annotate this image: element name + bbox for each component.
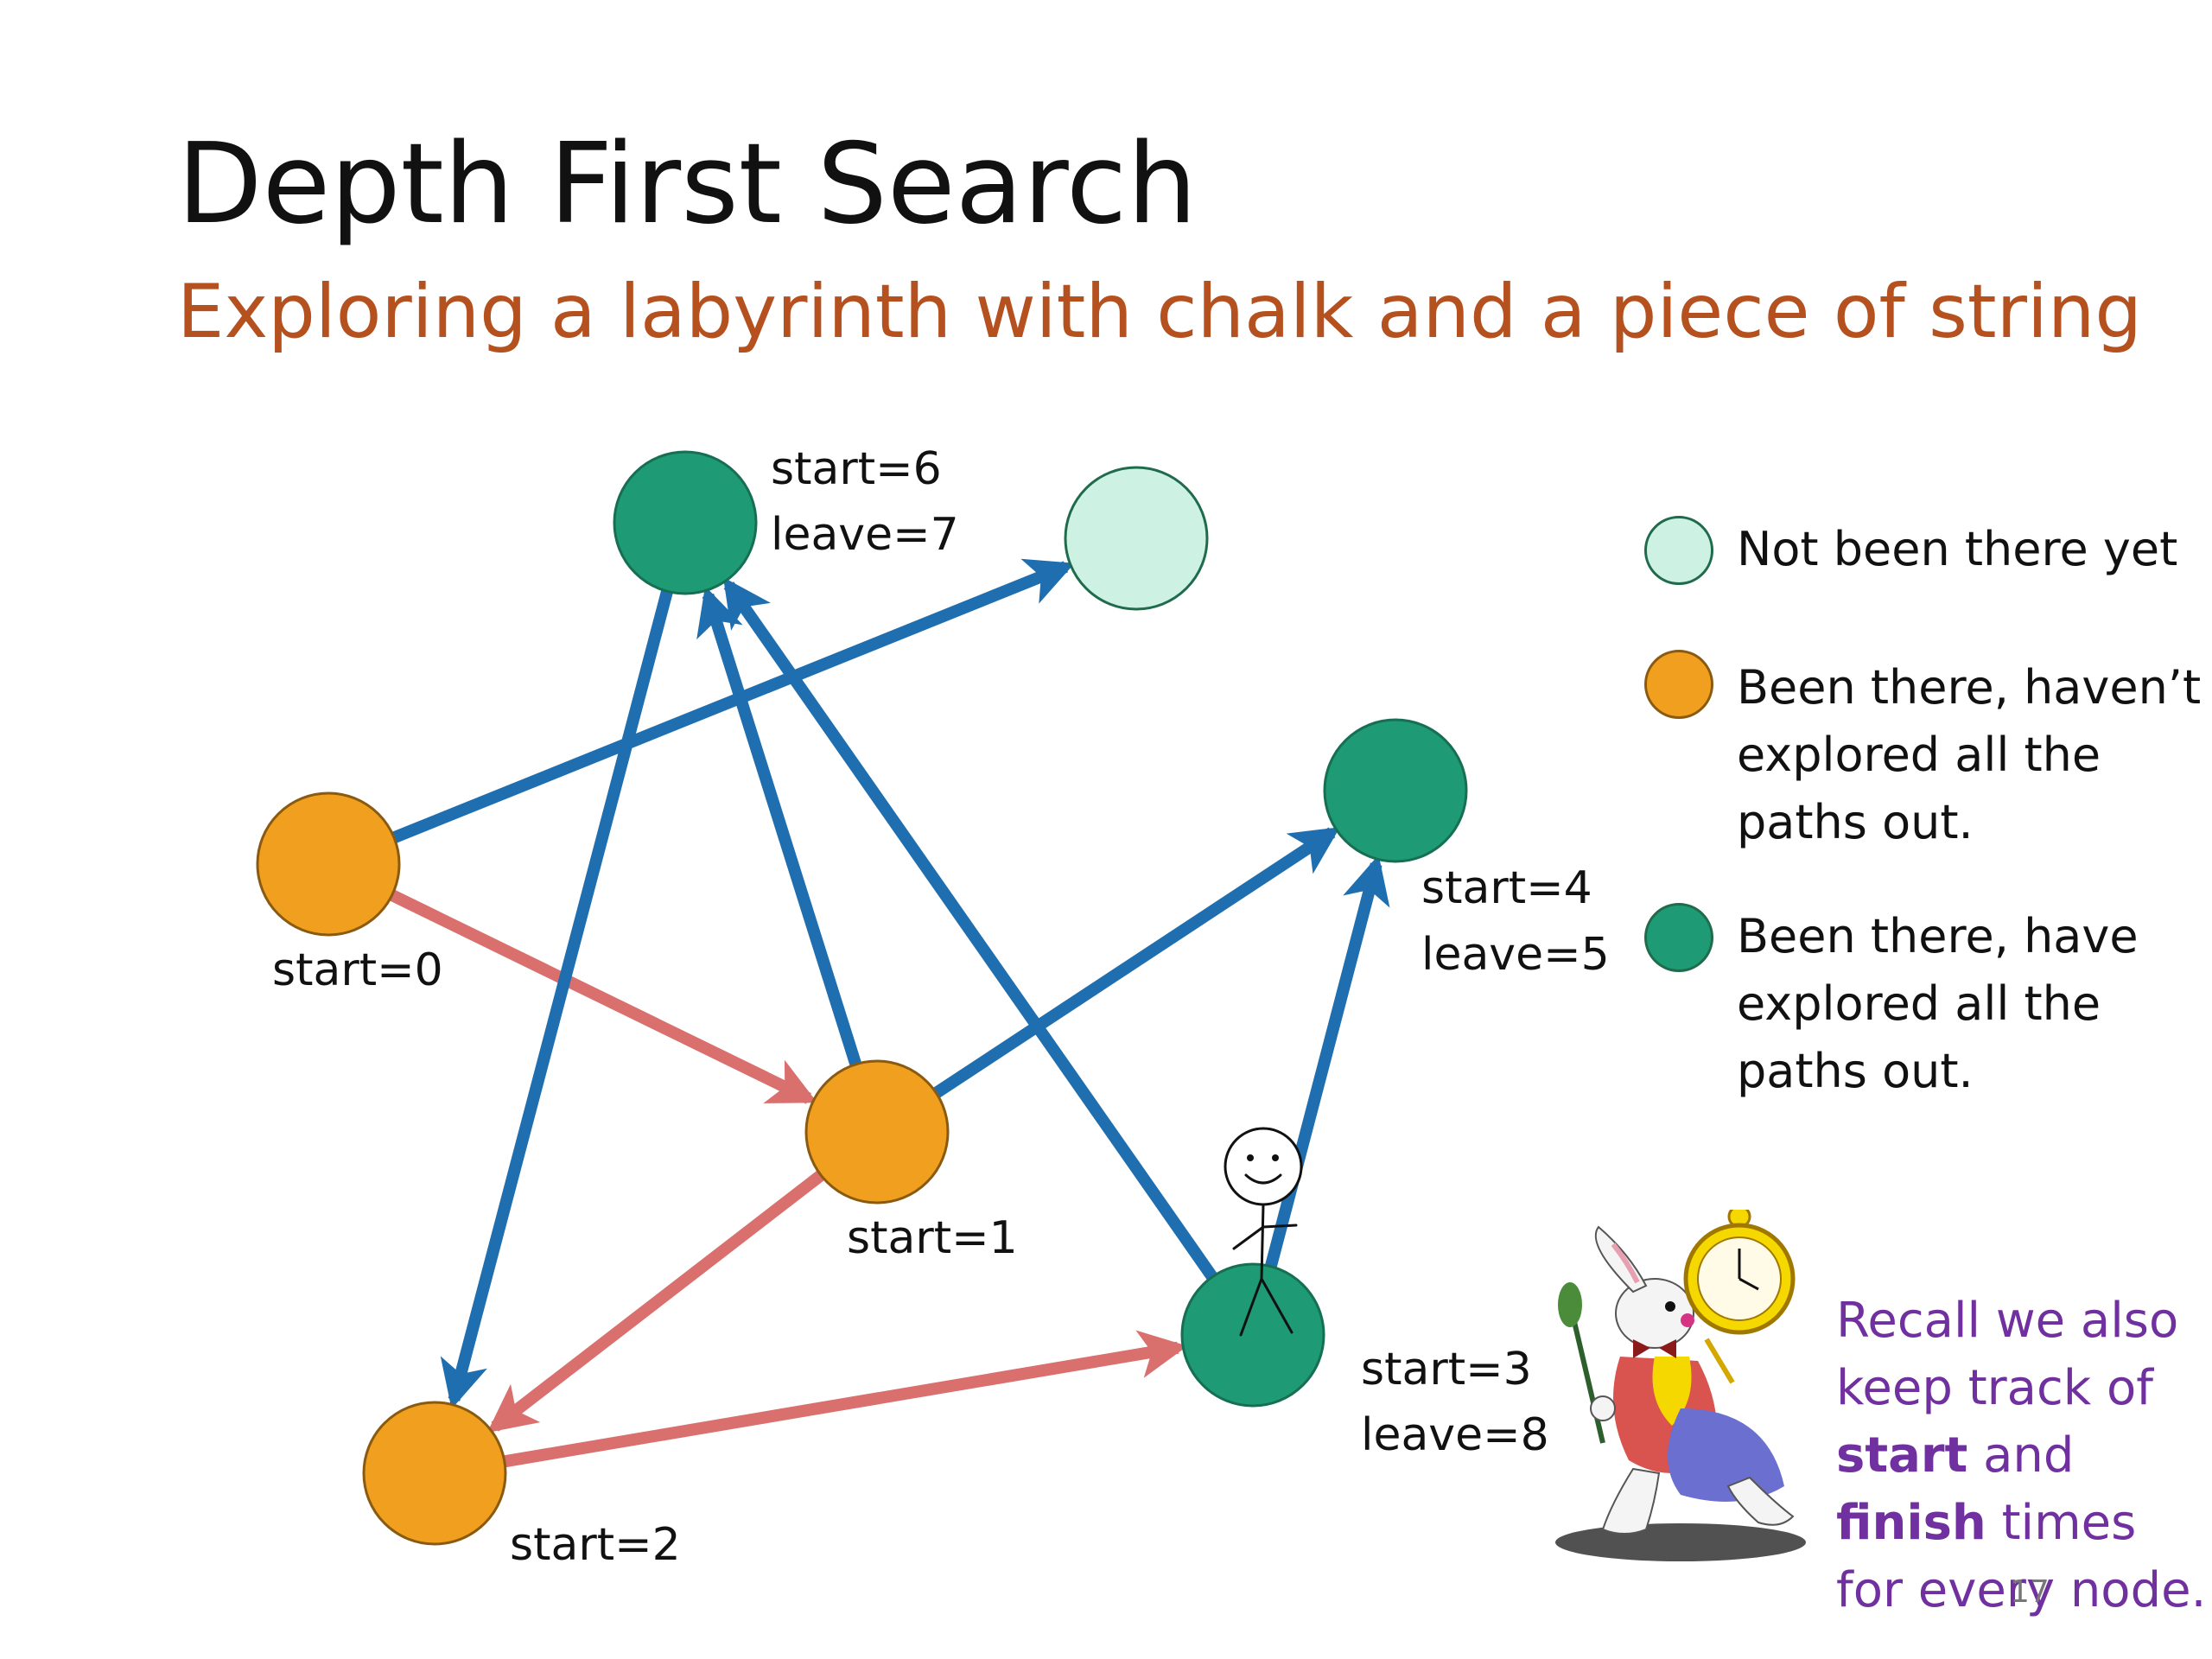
graph-node-n1 bbox=[804, 1059, 950, 1205]
legend-finished-line: paths out. bbox=[1737, 1044, 1974, 1098]
stick-figure-icon bbox=[1224, 1127, 1303, 1337]
node-label-n6: leave=7 bbox=[771, 509, 959, 561]
edge-n3-to-n6 bbox=[722, 576, 1234, 1304]
slide-subtitle: Exploring a labyrinth with chalk and a p… bbox=[177, 269, 2142, 355]
nodes-layer bbox=[256, 450, 1468, 1546]
graph-node-n5 bbox=[1064, 466, 1209, 611]
recall-and-word: and bbox=[1967, 1427, 2075, 1484]
node-labels-layer: start=0 start=1 start=2 start=3 leave=8 start… bbox=[272, 443, 1610, 1571]
node-label-n3: leave=8 bbox=[1361, 1409, 1549, 1461]
node-label-n2: start=2 bbox=[510, 1519, 681, 1571]
recall-text-part1: Recall we also keep track of bbox=[1836, 1293, 2179, 1416]
node-label-n4: start=4 bbox=[1421, 862, 1592, 914]
edges-layer bbox=[364, 558, 1390, 1472]
slide-title: Depth First Search bbox=[177, 120, 1198, 249]
node-label-n0: start=0 bbox=[272, 944, 443, 996]
recall-start-word: start bbox=[1836, 1427, 1968, 1484]
graph-node-n6 bbox=[613, 450, 758, 595]
edge-n2-to-n3 bbox=[475, 1330, 1188, 1472]
recall-note: Recall we also keep track of start and f… bbox=[1836, 1287, 2208, 1624]
node-label-n4: leave=5 bbox=[1421, 929, 1610, 981]
legend-in-progress-line: paths out. bbox=[1737, 795, 1974, 849]
legend-finished-swatch bbox=[1644, 903, 1713, 972]
graph-node-n3 bbox=[1180, 1262, 1325, 1408]
edge-n3-to-n4 bbox=[1257, 855, 1390, 1296]
graph-node-n0 bbox=[256, 791, 401, 937]
legend-in-progress-line: explored all the bbox=[1737, 728, 2101, 782]
legend-in-progress-swatch bbox=[1644, 650, 1713, 719]
legend-finished-label: Been there, have explored all the paths … bbox=[1737, 903, 2139, 1105]
legend-unvisited-label: Not been there yet bbox=[1737, 522, 2178, 576]
legend-in-progress-label: Been there, haven’t explored all the pat… bbox=[1737, 654, 2201, 856]
graph-node-n2 bbox=[362, 1401, 507, 1546]
node-label-n3: start=3 bbox=[1361, 1344, 1532, 1395]
edge-n0-to-n1 bbox=[364, 877, 817, 1104]
edge-n1-to-n4 bbox=[909, 827, 1340, 1114]
edge-n0-to-n5 bbox=[365, 558, 1075, 855]
legend-unvisited-swatch bbox=[1644, 516, 1713, 585]
recall-finish-word: finish bbox=[1836, 1495, 1986, 1551]
page-number: 17 bbox=[2010, 1574, 2050, 1610]
legend-in-progress-line: Been there, haven’t bbox=[1737, 660, 2202, 715]
edge-n1-to-n2 bbox=[486, 1153, 848, 1433]
node-label-n1: start=1 bbox=[847, 1212, 1018, 1264]
graph-node-n4 bbox=[1323, 718, 1468, 863]
white-rabbit-with-pocket-watch-icon bbox=[1555, 1210, 1806, 1561]
node-label-n6: start=6 bbox=[771, 443, 942, 495]
recall-text-part2: times for every node. bbox=[1836, 1495, 2207, 1618]
legend-finished-line: explored all the bbox=[1737, 976, 2101, 1031]
legend-finished-line: Been there, have bbox=[1737, 909, 2139, 963]
edge-n1-to-n6 bbox=[696, 586, 870, 1094]
edge-n6-to-n2 bbox=[440, 562, 681, 1409]
